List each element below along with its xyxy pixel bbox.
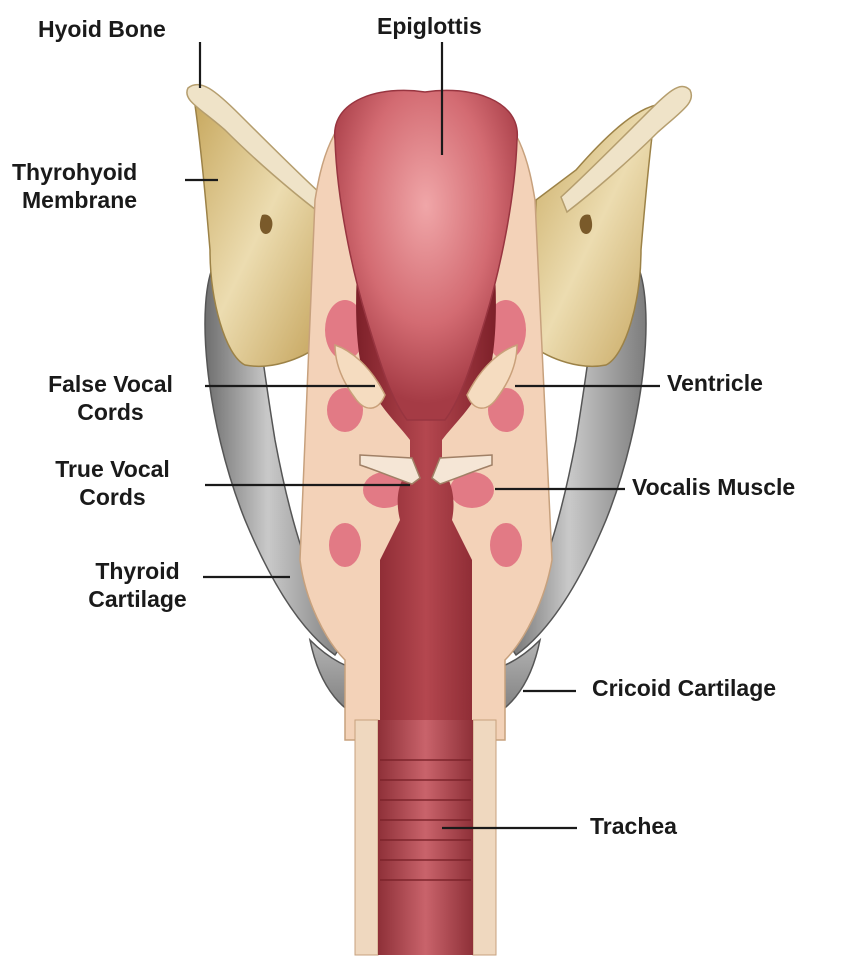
trachea-shape	[355, 720, 496, 955]
label-epiglottis: Epiglottis	[377, 12, 482, 40]
label-false-vocal-line2: Cords	[23, 398, 198, 426]
label-true-vocal-line1: True Vocal	[30, 455, 195, 483]
label-thyrohyoid-line2: Membrane	[12, 186, 137, 214]
label-true-vocal-cords: True Vocal Cords	[30, 455, 195, 511]
label-false-vocal-line1: False Vocal	[23, 370, 198, 398]
label-thyroid-line1: Thyroid	[65, 557, 210, 585]
label-thyrohyoid-line1: Thyrohyoid	[12, 158, 137, 186]
label-thyroid-line2: Cartilage	[65, 585, 210, 613]
label-vocalis-muscle: Vocalis Muscle	[632, 473, 795, 501]
label-true-vocal-line2: Cords	[30, 483, 195, 511]
label-cricoid-cartilage: Cricoid Cartilage	[592, 674, 776, 702]
label-thyrohyoid-membrane: Thyrohyoid Membrane	[12, 158, 137, 214]
label-trachea: Trachea	[590, 812, 677, 840]
label-hyoid-bone: Hyoid Bone	[38, 15, 166, 43]
label-ventricle: Ventricle	[667, 369, 763, 397]
label-false-vocal-cords: False Vocal Cords	[23, 370, 198, 426]
label-thyroid-cartilage: Thyroid Cartilage	[65, 557, 210, 613]
